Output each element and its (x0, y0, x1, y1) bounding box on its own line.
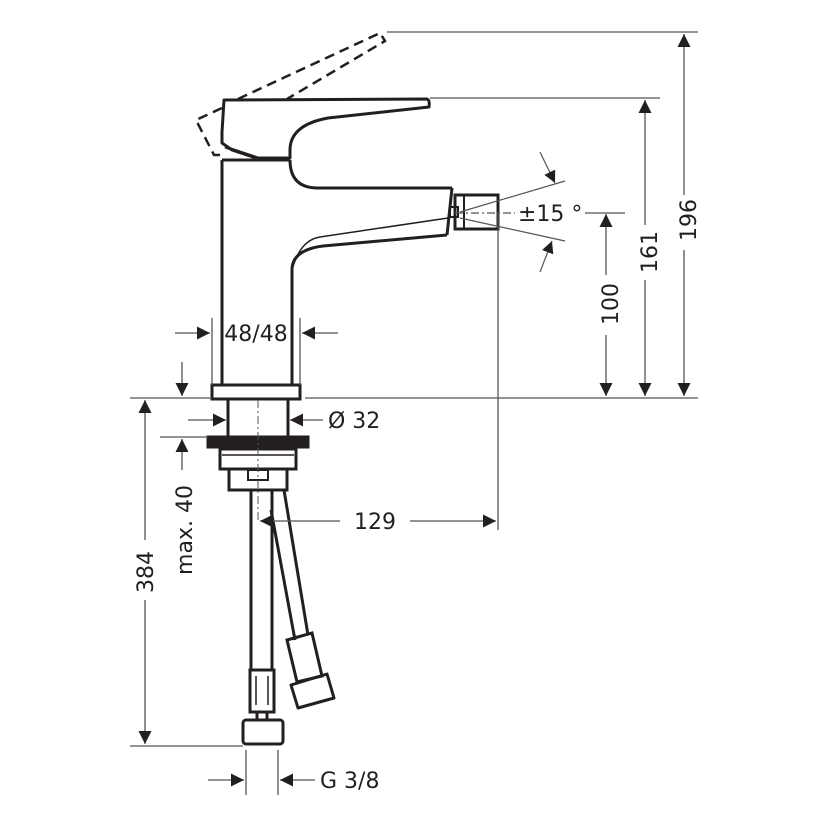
spray-angle-label: ±15 ° (518, 202, 582, 227)
base-width-label: 48/48 (224, 322, 287, 347)
overall-height-label: 196 (677, 199, 702, 241)
shank-diameter-label: Ø 32 (328, 409, 380, 434)
dimension-lines (130, 31, 698, 795)
hose-length-label: 384 (134, 551, 159, 593)
spout-height-label: 100 (599, 283, 624, 325)
supply-hoses (241, 489, 336, 746)
spray-nozzle (449, 193, 500, 231)
spout-reach-label: 129 (354, 510, 396, 535)
spray-angle-lines (455, 151, 625, 273)
lever-open-position (194, 31, 387, 157)
max-counter-thickness-label: max. 40 (173, 485, 198, 575)
lever-height-label: 161 (638, 231, 663, 273)
connection-thread-label: G 3/8 (320, 769, 379, 794)
